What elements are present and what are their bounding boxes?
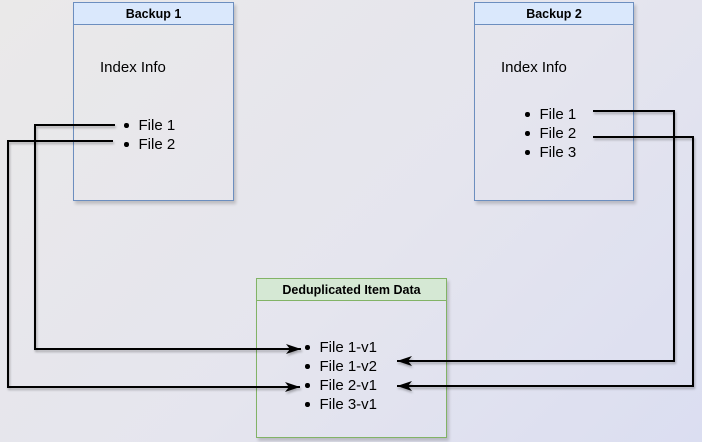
dedup-file-1-v2-label: File 1-v2 (319, 358, 378, 375)
backup2-file-3-item: File 3 (525, 143, 576, 162)
bullet-icon (305, 402, 310, 407)
dedup-file-1-v1-label: File 1-v1 (319, 339, 378, 356)
backup2-file-2-item: File 2 (525, 124, 576, 143)
backup2-box: Backup 2 Index Info File 1 File 2 File 3 (474, 2, 634, 201)
backup1-file-2-label: File 2 (138, 136, 176, 153)
bullet-icon (305, 345, 310, 350)
backup2-file-1-label: File 1 (539, 106, 577, 123)
deduplicated-item-data-box: Deduplicated Item Data File 1-v1 File 1-… (256, 278, 447, 438)
dedup-file-3-v1-label: File 3-v1 (319, 396, 378, 413)
dedup-header: Deduplicated Item Data (257, 279, 446, 301)
dedup-item-list: File 1-v1 File 1-v2 File 2-v1 File 3-v1 (305, 338, 377, 414)
backup1-file-1-label: File 1 (138, 117, 176, 134)
backup1-file-1-item: File 1 (124, 116, 175, 135)
backup2-file-2-label: File 2 (539, 125, 577, 142)
bullet-icon (525, 131, 530, 136)
bullet-icon (124, 142, 129, 147)
dedup-title: Deduplicated Item Data (282, 282, 421, 297)
backup2-file-1-item: File 1 (525, 105, 576, 124)
bullet-icon (525, 150, 530, 155)
dedup-file-2-v1-item: File 2-v1 (305, 376, 377, 395)
backup2-file-list: File 1 File 2 File 3 (525, 105, 576, 162)
dedup-file-2-v1-label: File 2-v1 (319, 377, 378, 394)
backup2-title: Backup 2 (526, 6, 582, 21)
backup1-index-info-label: Index Info (100, 59, 166, 76)
dedup-file-1-v1-item: File 1-v1 (305, 338, 377, 357)
bullet-icon (305, 383, 310, 388)
backup2-header: Backup 2 (475, 3, 633, 25)
backup1-box: Backup 1 Index Info File 1 File 2 (73, 2, 234, 201)
backup1-title: Backup 1 (125, 6, 182, 21)
bullet-icon (124, 123, 129, 128)
backup2-file-3-label: File 3 (539, 144, 577, 161)
bullet-icon (525, 112, 530, 117)
backup1-file-list: File 1 File 2 (124, 116, 175, 154)
backup2-index-info-label: Index Info (501, 59, 567, 76)
backup1-header: Backup 1 (74, 3, 233, 25)
dedup-file-1-v2-item: File 1-v2 (305, 357, 377, 376)
dedup-file-3-v1-item: File 3-v1 (305, 395, 377, 414)
backup1-file-2-item: File 2 (124, 135, 175, 154)
bullet-icon (305, 364, 310, 369)
